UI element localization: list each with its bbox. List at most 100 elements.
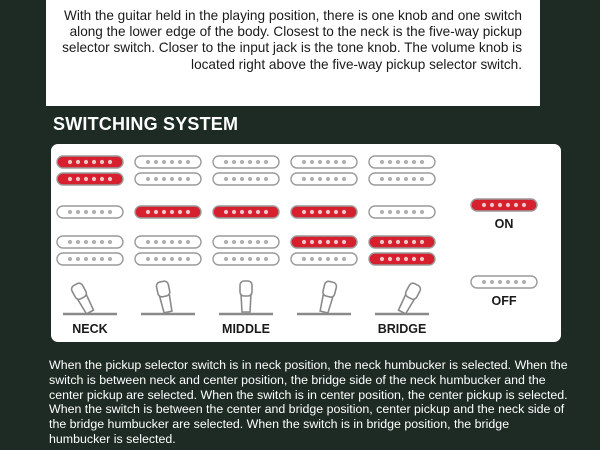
pole-piece: [497, 279, 503, 285]
pole-piece: [379, 159, 385, 165]
pole-piece: [161, 209, 167, 215]
switch-position-label: MIDDLE: [222, 322, 270, 336]
pole-piece: [379, 256, 385, 262]
pole-piece: [231, 159, 237, 165]
pole-piece: [505, 202, 511, 208]
pole-piece: [513, 279, 519, 285]
pole-piece: [83, 256, 89, 262]
pole-piece: [411, 159, 417, 165]
pole-piece: [395, 256, 401, 262]
pole-piece: [403, 176, 409, 182]
pole-piece: [153, 176, 159, 182]
pole-piece: [161, 159, 167, 165]
pole-piece: [177, 239, 183, 245]
pole-piece: [231, 256, 237, 262]
intro-panel: With the guitar held in the playing posi…: [46, 0, 540, 106]
pole-piece: [419, 239, 425, 245]
pole-piece: [403, 256, 409, 262]
pole-piece: [161, 176, 167, 182]
pole-piece: [379, 209, 385, 215]
pole-piece: [255, 176, 261, 182]
pole-piece: [239, 239, 245, 245]
pole-piece: [169, 209, 175, 215]
pole-piece: [83, 176, 89, 182]
pole-piece: [223, 256, 229, 262]
switch-position-1: NECK: [56, 155, 124, 336]
pole-piece: [185, 159, 191, 165]
description-text: When the pickup selector switch is in ne…: [49, 358, 568, 446]
pole-piece: [99, 239, 105, 245]
pole-piece: [411, 176, 417, 182]
pole-piece: [379, 176, 385, 182]
pole-piece: [395, 176, 401, 182]
pole-piece: [145, 176, 151, 182]
pole-piece: [99, 176, 105, 182]
pole-piece: [341, 159, 347, 165]
pole-piece: [419, 209, 425, 215]
selector-switch-icon: [297, 280, 351, 316]
legend-on-label: ON: [495, 217, 514, 231]
pole-piece: [231, 176, 237, 182]
pole-piece: [419, 159, 425, 165]
pole-piece: [223, 209, 229, 215]
middle-single-coil: [56, 205, 124, 219]
pole-piece: [107, 256, 113, 262]
pole-piece: [309, 239, 315, 245]
pole-piece: [247, 159, 253, 165]
pole-piece: [169, 256, 175, 262]
pole-piece: [169, 176, 175, 182]
pole-piece: [153, 256, 159, 262]
pole-piece: [75, 256, 81, 262]
pole-piece: [403, 239, 409, 245]
pole-piece: [231, 209, 237, 215]
switch-position-label: NECK: [72, 322, 107, 336]
pole-piece: [107, 239, 113, 245]
pole-piece: [169, 159, 175, 165]
pole-piece: [83, 239, 89, 245]
pole-piece: [419, 256, 425, 262]
pole-piece: [99, 159, 105, 165]
pole-piece: [185, 176, 191, 182]
bridge-humbucker-coil-bottom: [56, 252, 124, 266]
pole-piece: [107, 176, 113, 182]
pole-piece: [309, 159, 315, 165]
pole-piece: [177, 159, 183, 165]
neck-humbucker-coil-bottom: [368, 172, 436, 186]
selector-switch-icon: [141, 280, 195, 316]
neck-humbucker-coil-top: [212, 155, 280, 169]
pole-piece: [411, 256, 417, 262]
pole-piece: [419, 176, 425, 182]
legend-off-label: OFF: [492, 294, 517, 308]
pole-piece: [317, 176, 323, 182]
pole-piece: [263, 159, 269, 165]
pole-piece: [317, 159, 323, 165]
pole-piece: [145, 159, 151, 165]
pole-piece: [83, 159, 89, 165]
legend: ON OFF: [470, 198, 538, 308]
pole-piece: [67, 176, 73, 182]
middle-single-coil: [134, 205, 202, 219]
pole-piece: [387, 209, 393, 215]
neck-humbucker-coil-bottom: [212, 172, 280, 186]
pole-piece: [325, 176, 331, 182]
section-title: SWITCHING SYSTEM: [53, 114, 239, 134]
pole-piece: [309, 256, 315, 262]
neck-humbucker-coil-top: [56, 155, 124, 169]
pole-piece: [481, 279, 487, 285]
pole-piece: [107, 209, 113, 215]
pole-piece: [177, 176, 183, 182]
bridge-humbucker-coil-bottom: [290, 252, 358, 266]
pole-piece: [521, 202, 527, 208]
pole-piece: [91, 209, 97, 215]
middle-single-coil: [368, 205, 436, 219]
pole-piece: [161, 239, 167, 245]
pole-piece: [341, 239, 347, 245]
selector-switch-icon: [63, 282, 117, 316]
pole-piece: [153, 209, 159, 215]
pole-piece: [145, 209, 151, 215]
pole-piece: [107, 159, 113, 165]
pole-piece: [325, 239, 331, 245]
pole-piece: [317, 209, 323, 215]
pole-piece: [255, 159, 261, 165]
pole-piece: [481, 202, 487, 208]
